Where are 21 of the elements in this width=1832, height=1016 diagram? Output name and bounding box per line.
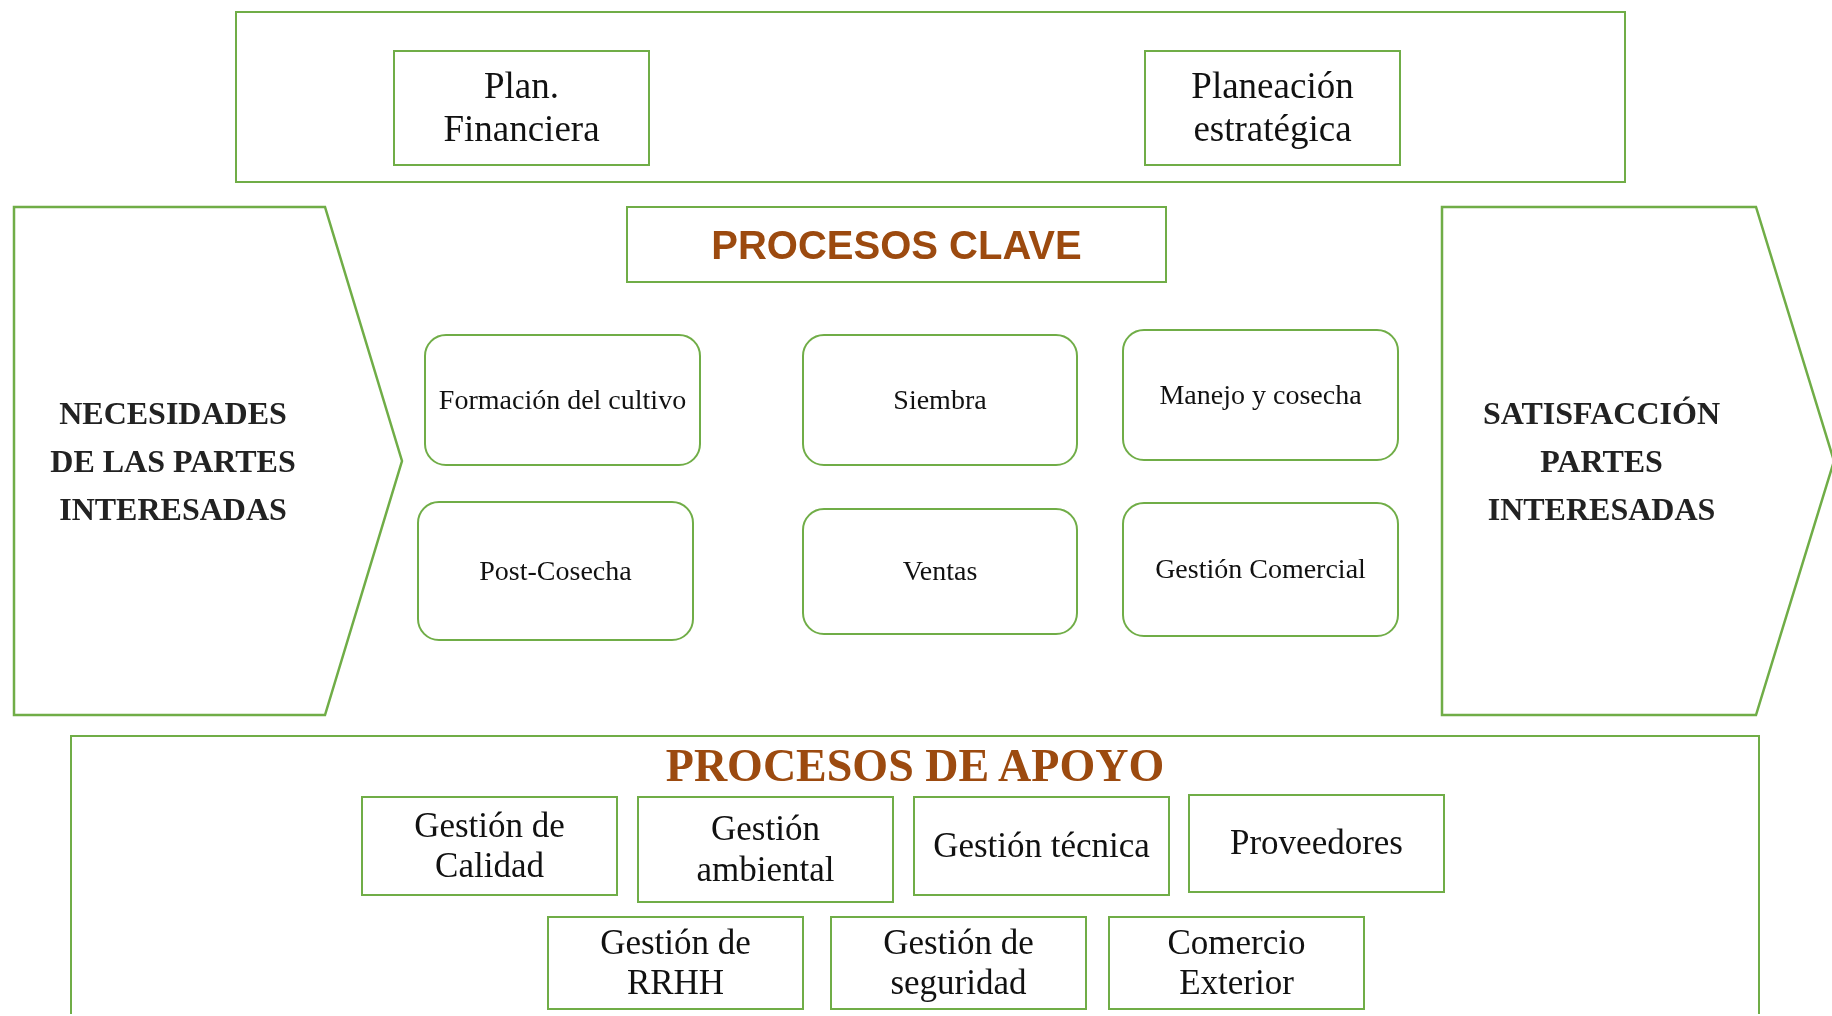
process-box: Formación del cultivo <box>424 334 701 466</box>
process-box: Manejo y cosecha <box>1122 329 1399 461</box>
panel <box>235 11 1626 183</box>
process-box: Gestión Comercial <box>1122 502 1399 637</box>
process-box: Plan. Financiera <box>393 50 650 166</box>
process-box: Post-Cosecha <box>417 501 694 641</box>
process-box: Ventas <box>802 508 1078 635</box>
stage-label: SATISFACCIÓN PARTES INTERESADAS <box>1481 394 1722 529</box>
panel <box>70 735 1760 1014</box>
process-box: Proveedores <box>1188 794 1445 893</box>
process-box: Gestión ambiental <box>637 796 894 903</box>
stage-label: NECESIDADES DE LAS PARTES INTERESADAS <box>49 394 297 529</box>
process-box: Planeación estratégica <box>1144 50 1401 166</box>
process-box: Gestión de RRHH <box>547 916 804 1010</box>
process-box: Gestión técnica <box>913 796 1170 896</box>
section-heading: PROCESOS CLAVE <box>626 206 1167 283</box>
process-box: Siembra <box>802 334 1078 466</box>
process-box: Comercio Exterior <box>1108 916 1365 1010</box>
process-box: Gestión de seguridad <box>830 916 1087 1010</box>
section-heading: PROCESOS DE APOYO <box>665 739 1165 792</box>
process-box: Gestión de Calidad <box>361 796 618 896</box>
